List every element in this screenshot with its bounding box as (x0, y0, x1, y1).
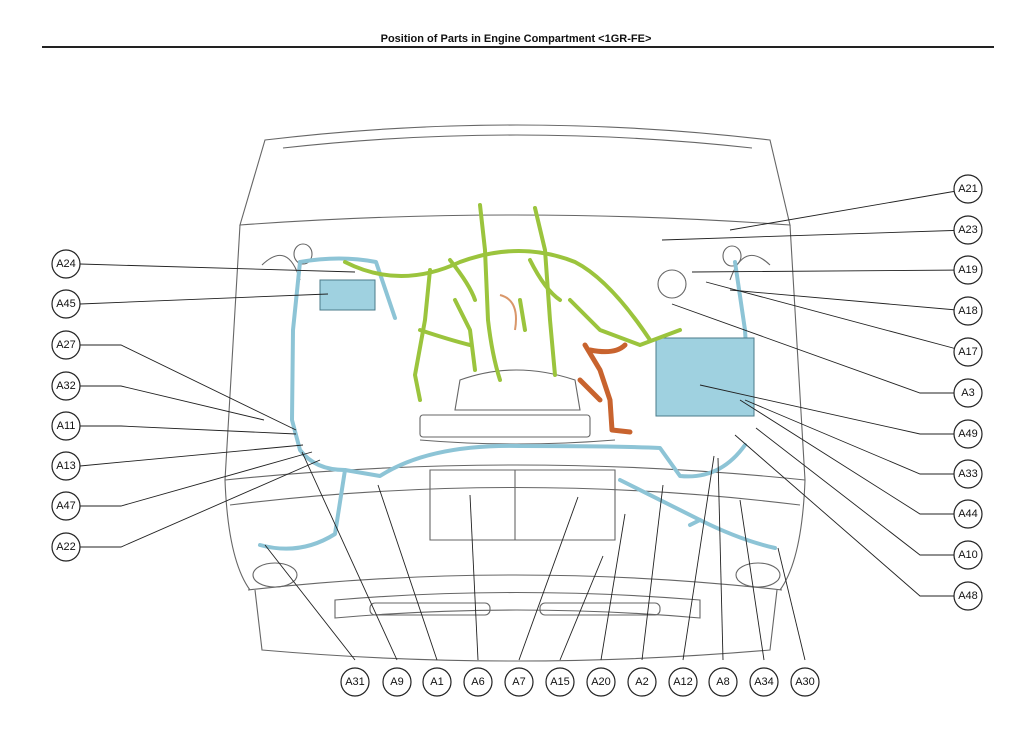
callout-label: A18 (958, 305, 978, 317)
page-title: Position of Parts in Engine Compartment … (380, 33, 652, 45)
callout-label: A20 (591, 676, 611, 688)
callout-A10: A10 (953, 540, 983, 570)
callout-label: A31 (345, 676, 365, 688)
callout-label: A32 (56, 380, 76, 392)
callout-A17: A17 (953, 337, 983, 367)
callout-label: A13 (56, 460, 76, 472)
callout-label: A48 (958, 590, 978, 602)
callout-label: A17 (958, 346, 978, 358)
callout-A21: A21 (953, 174, 983, 204)
callout-label: A2 (635, 676, 648, 688)
callout-A1: A1 (422, 667, 452, 697)
callout-label: A33 (958, 468, 978, 480)
callout-A23: A23 (953, 215, 983, 245)
callout-A18: A18 (953, 296, 983, 326)
green-wire-harness (343, 203, 682, 402)
callout-label: A30 (795, 676, 815, 688)
callout-A20: A20 (586, 667, 616, 697)
callout-label: A49 (958, 428, 978, 440)
callout-label: A45 (56, 298, 76, 310)
callout-A45: A45 (51, 289, 81, 319)
callout-label: A15 (550, 676, 570, 688)
callout-label: A23 (958, 224, 978, 236)
callout-A31: A31 (340, 667, 370, 697)
callout-A24: A24 (51, 249, 81, 279)
leader-lines (79, 188, 969, 661)
orange-wire-harness (499, 294, 633, 435)
callout-A3: A3 (953, 378, 983, 408)
callout-A13: A13 (51, 451, 81, 481)
callout-label: A11 (57, 420, 76, 432)
callout-A47: A47 (51, 491, 81, 521)
callout-label: A19 (958, 264, 978, 276)
callout-label: A47 (56, 500, 76, 512)
title-rule (42, 46, 994, 48)
vehicle-outline (224, 124, 806, 662)
callout-A15: A15 (545, 667, 575, 697)
callout-A9: A9 (382, 667, 412, 697)
callout-A19: A19 (953, 255, 983, 285)
callout-A27: A27 (51, 330, 81, 360)
callout-A11: A11 (51, 411, 81, 441)
callout-A33: A33 (953, 459, 983, 489)
callout-label: A1 (430, 676, 443, 688)
callout-label: A3 (961, 387, 974, 399)
callout-label: A24 (56, 258, 76, 270)
callout-A32: A32 (51, 371, 81, 401)
callout-A6: A6 (463, 667, 493, 697)
callout-label: A22 (56, 541, 76, 553)
callout-label: A7 (512, 676, 525, 688)
callout-label: A6 (471, 676, 484, 688)
callout-label: A21 (958, 183, 978, 195)
callout-A12: A12 (668, 667, 698, 697)
callout-A7: A7 (504, 667, 534, 697)
callout-A48: A48 (953, 581, 983, 611)
callout-A49: A49 (953, 419, 983, 449)
callout-label: A34 (754, 676, 774, 688)
callout-label: A10 (958, 549, 978, 561)
callout-label: A12 (673, 676, 693, 688)
callout-label: A27 (56, 339, 76, 351)
callout-A44: A44 (953, 499, 983, 529)
callout-A30: A30 (790, 667, 820, 697)
callout-label: A9 (390, 676, 403, 688)
callout-A22: A22 (51, 532, 81, 562)
callout-label: A44 (958, 508, 978, 520)
callout-A8: A8 (708, 667, 738, 697)
callout-label: A8 (716, 676, 729, 688)
callout-A34: A34 (749, 667, 779, 697)
blue-wire-harness (258, 256, 777, 551)
callout-A2: A2 (627, 667, 657, 697)
